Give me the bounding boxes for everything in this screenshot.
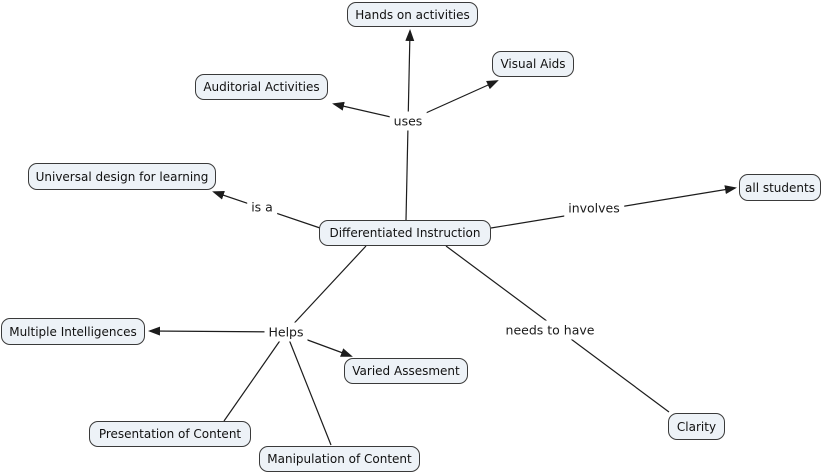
node-multiple-intelligences[interactable]: Multiple Intelligences — [1, 318, 145, 345]
edge-helps-presentation[interactable] — [223, 331, 287, 422]
edge-label-needs-to-have[interactable]: needs to have — [501, 320, 599, 340]
node-clarity[interactable]: Clarity — [668, 413, 725, 440]
node-universal-design[interactable]: Universal design for learning — [28, 163, 216, 190]
node-manipulation-of-content[interactable]: Manipulation of Content — [259, 446, 420, 472]
node-auditorial-activities[interactable]: Auditorial Activities — [195, 74, 328, 100]
node-presentation-of-content[interactable]: Presentation of Content — [89, 421, 251, 447]
node-differentiated-instruction[interactable]: Differentiated Instruction — [319, 220, 491, 246]
node-all-students[interactable]: all students — [739, 174, 821, 201]
edge-label-involves[interactable]: involves — [564, 198, 624, 218]
edge-label-helps[interactable]: Helps — [264, 322, 308, 342]
edge-helps-manipulation[interactable] — [285, 331, 332, 446]
node-varied-assesment[interactable]: Varied Assesment — [344, 358, 468, 384]
edge-helps-multiple-int[interactable] — [148, 326, 287, 336]
node-hands-on-activities[interactable]: Hands on activities — [347, 2, 478, 27]
node-visual-aids[interactable]: Visual Aids — [492, 51, 574, 77]
edge-di-helps[interactable] — [285, 245, 367, 333]
edge-label-is-a[interactable]: is a — [247, 197, 277, 217]
edge-label-uses[interactable]: uses — [389, 111, 427, 131]
